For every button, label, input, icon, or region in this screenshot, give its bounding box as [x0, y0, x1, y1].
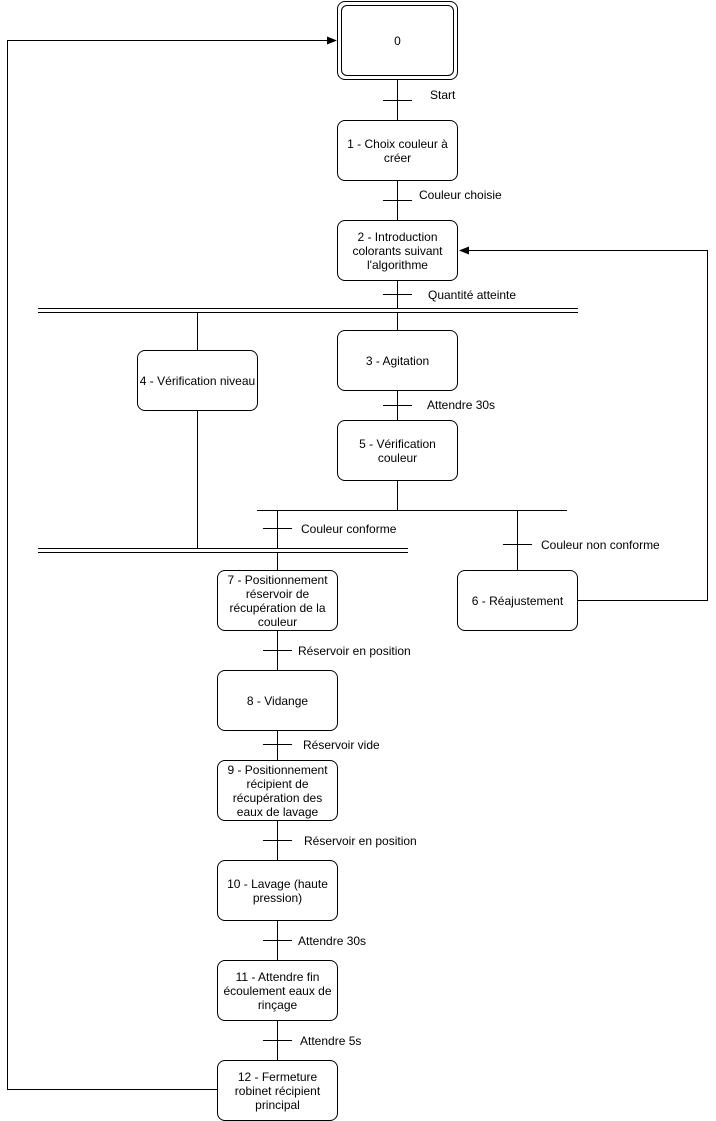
- step-2[interactable]: 2 - Introduction colorants suivant l'alg…: [337, 220, 458, 281]
- step-7[interactable]: 7 - Positionnement réservoir de récupéra…: [217, 570, 338, 631]
- transition-label-reservoir-position-a: Réservoir en position: [298, 644, 411, 658]
- step-12-label: 12 - Fermeture robinet récipient princip…: [234, 1069, 321, 1112]
- step-0-initial[interactable]: 0: [337, 1, 458, 80]
- step-5[interactable]: 5 - Vérification couleur: [337, 420, 458, 481]
- step-11[interactable]: 11 - Attendre fin écoulement eaux de rin…: [217, 960, 338, 1021]
- step-3[interactable]: 3 - Agitation: [337, 330, 458, 391]
- step-1-label: 1 - Choix couleur à créer: [347, 136, 448, 165]
- step-2-label: 2 - Introduction colorants suivant l'alg…: [352, 229, 443, 272]
- step-0-inner-border: [341, 5, 454, 76]
- step-12[interactable]: 12 - Fermeture robinet récipient princip…: [217, 1060, 338, 1121]
- step-10[interactable]: 10 - Lavage (haute pression): [217, 860, 338, 921]
- step-5-label: 5 - Vérification couleur: [359, 436, 436, 465]
- step-7-label: 7 - Positionnement réservoir de récupéra…: [227, 572, 328, 629]
- transition-label-start: Start: [430, 88, 456, 102]
- step-8-label: 8 - Vidange: [246, 693, 309, 708]
- step-0-label: 0: [394, 33, 401, 48]
- step-6[interactable]: 6 - Réajustement: [457, 570, 578, 631]
- step-1[interactable]: 1 - Choix couleur à créer: [337, 120, 458, 181]
- transition-label-reservoir-vide: Réservoir vide: [303, 738, 380, 752]
- step-4-label: 4 - Vérification niveau: [139, 373, 256, 388]
- step-6-label: 6 - Réajustement: [471, 593, 564, 608]
- step-8[interactable]: 8 - Vidange: [217, 670, 338, 731]
- transition-label-attendre-30s-a: Attendre 30s: [427, 398, 496, 412]
- step-4[interactable]: 4 - Vérification niveau: [137, 350, 258, 411]
- step-9[interactable]: 9 - Positionnement récipient de récupéra…: [217, 760, 338, 821]
- transition-label-couleur-non-conforme: Couleur non conforme: [541, 538, 660, 552]
- transition-label-reservoir-position-b: Réservoir en position: [304, 834, 417, 848]
- step-11-label: 11 - Attendre fin écoulement eaux de rin…: [223, 969, 332, 1012]
- loop-6-to-2: [459, 246, 708, 601]
- step-10-label: 10 - Lavage (haute pression): [227, 876, 328, 905]
- step-3-label: 3 - Agitation: [365, 353, 430, 368]
- transition-label-attendre-5s: Attendre 5s: [300, 1034, 362, 1048]
- transition-label-couleur-choisie: Couleur choisie: [419, 188, 502, 202]
- transition-label-quantite-atteinte: Quantité atteinte: [428, 288, 517, 302]
- transition-label-attendre-30s-b: Attendre 30s: [298, 934, 367, 948]
- transition-label-couleur-conforme: Couleur conforme: [301, 522, 397, 536]
- step-9-label: 9 - Positionnement récipient de récupéra…: [227, 762, 328, 819]
- loop-12-to-0: [7, 36, 337, 1090]
